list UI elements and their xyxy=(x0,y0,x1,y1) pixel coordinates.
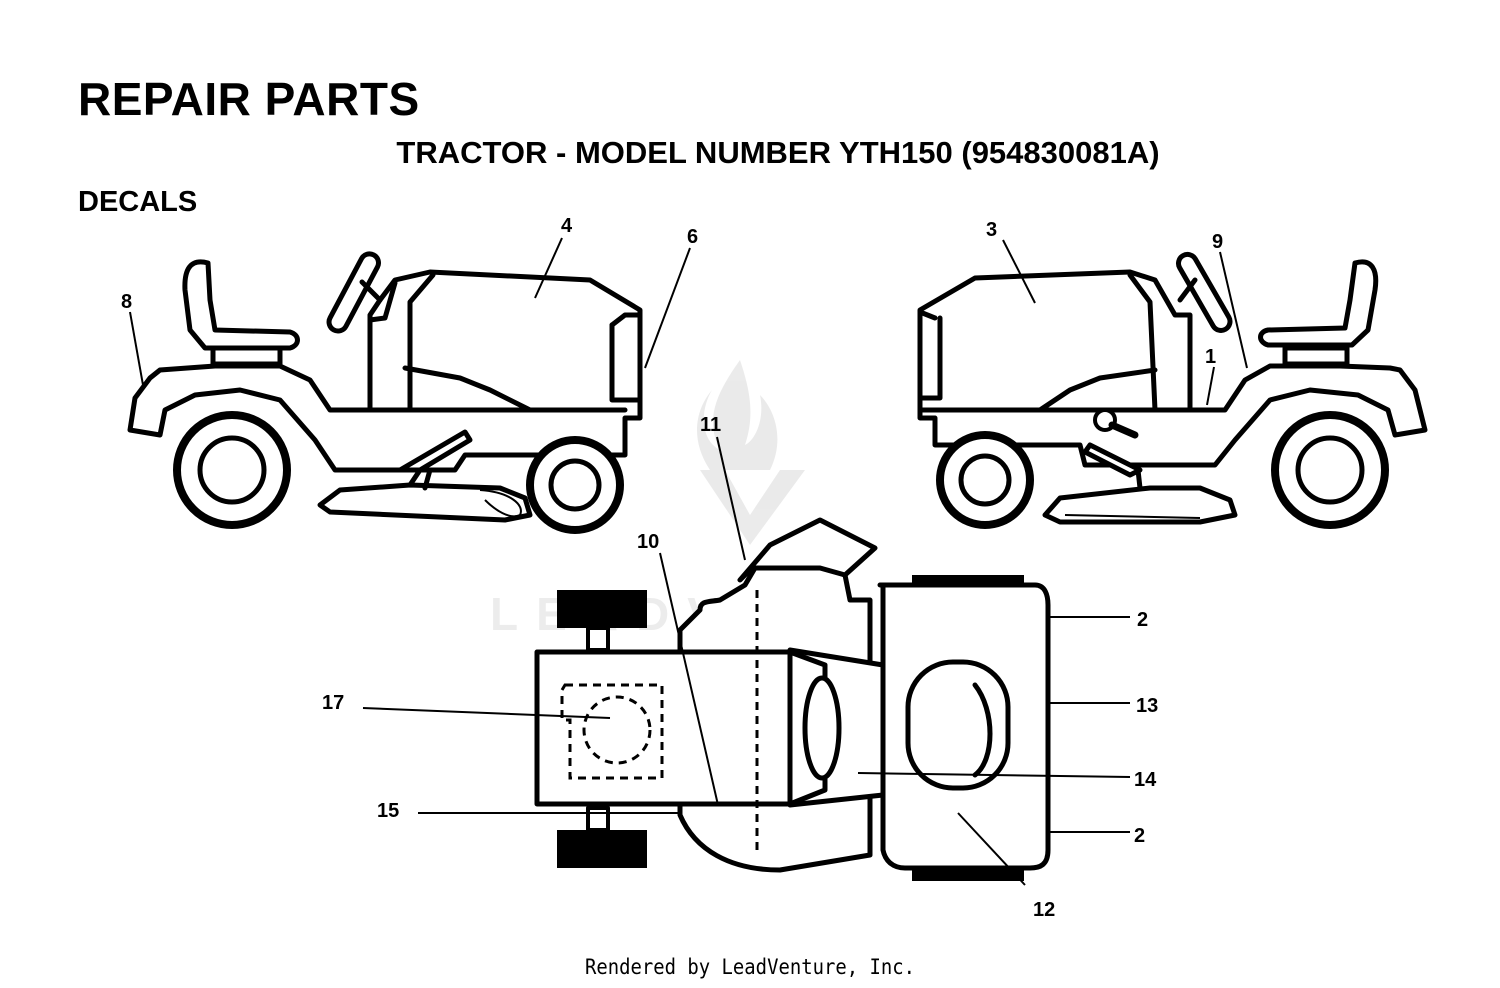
footer-credit: Rendered by LeadVenture, Inc. xyxy=(585,955,915,979)
callout-12: 12 xyxy=(1033,899,1055,921)
callout-17: 17 xyxy=(322,692,344,714)
callout-2-bottom: 2 xyxy=(1134,825,1145,847)
callout-14: 14 xyxy=(1134,769,1157,791)
callout-15: 15 xyxy=(377,800,399,822)
callout-9: 9 xyxy=(1212,231,1223,253)
tractor-right-view xyxy=(917,251,1428,529)
leader-lines xyxy=(129,237,1248,886)
watermark-logo-icon xyxy=(697,360,805,545)
callout-2-top: 2 xyxy=(1137,609,1148,631)
callout-11: 11 xyxy=(700,414,721,436)
callout-6: 6 xyxy=(687,226,698,248)
callout-3: 3 xyxy=(986,219,997,241)
tractor-left-view xyxy=(127,251,643,534)
tractor-top-view xyxy=(534,517,1051,881)
callout-4: 4 xyxy=(561,215,573,237)
callout-13: 13 xyxy=(1136,695,1158,717)
callout-1: 1 xyxy=(1205,346,1216,368)
page-title: REPAIR PARTS xyxy=(78,73,420,125)
rear-tire-top xyxy=(557,590,647,628)
model-subtitle: TRACTOR - MODEL NUMBER YTH150 (954830081… xyxy=(396,135,1160,170)
section-heading: DECALS xyxy=(78,186,198,218)
callout-10: 10 xyxy=(637,531,659,553)
callout-8: 8 xyxy=(121,291,132,313)
rear-tire-bottom xyxy=(557,830,647,868)
